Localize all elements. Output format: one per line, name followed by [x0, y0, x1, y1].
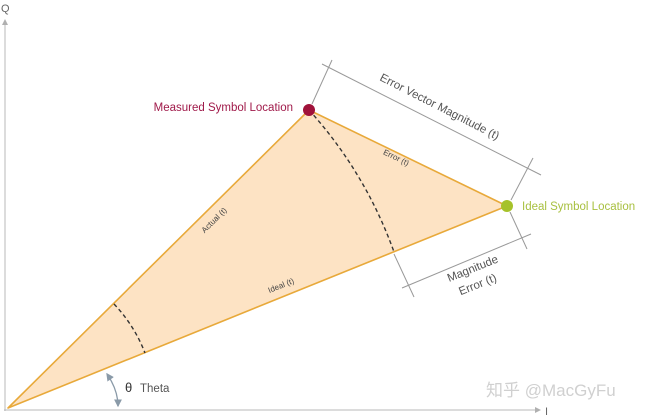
- magnitude-arc: [308, 109, 395, 253]
- ideal-symbol-dot: [501, 200, 513, 212]
- ideal-symbol-label: Ideal Symbol Location: [522, 201, 635, 213]
- angle-arc: [113, 303, 146, 354]
- measured-symbol-label: Measured Symbol Location: [154, 102, 293, 114]
- error-triangle: [7, 109, 508, 409]
- i-axis-label: I: [545, 406, 548, 418]
- evm-dimension-line: [321, 63, 542, 176]
- theta-symbol: θ: [125, 380, 132, 395]
- evm-extension-2: [510, 157, 534, 201]
- theta-arrow-icon: [106, 372, 122, 408]
- mag-extension-1: [393, 253, 415, 298]
- evm-label: Error Vector Magnitude (t): [378, 72, 501, 143]
- q-axis-label: Q: [1, 3, 10, 15]
- measured-symbol-dot: [303, 104, 315, 116]
- evm-extension-1: [311, 59, 333, 105]
- mag-extension-2: [509, 211, 528, 250]
- watermark: 知乎 @MacGyFu: [486, 381, 616, 400]
- mag-dimension-line: [401, 233, 532, 289]
- theta-label: Theta: [140, 383, 170, 395]
